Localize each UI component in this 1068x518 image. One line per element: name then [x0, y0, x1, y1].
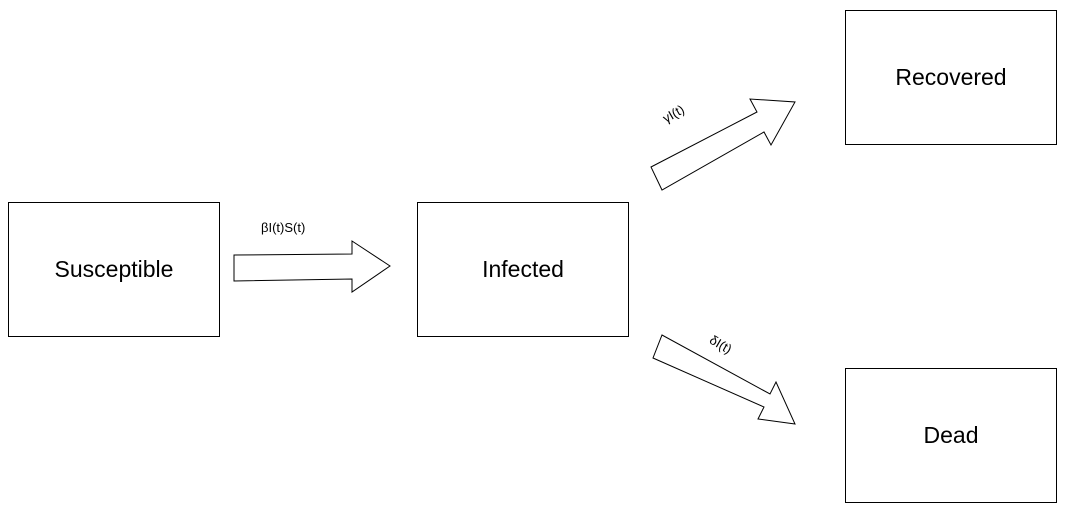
node-dead-label: Dead [923, 422, 979, 448]
node-infected-label: Infected [482, 256, 564, 282]
node-infected: Infected [417, 202, 629, 337]
label-infection-rate: βI(t)S(t) [261, 220, 306, 235]
arrow-death [652, 334, 796, 425]
arrow-infection [233, 240, 391, 293]
node-recovered-label: Recovered [895, 64, 1007, 90]
node-recovered: Recovered [845, 10, 1057, 145]
node-susceptible: Susceptible [8, 202, 220, 337]
node-susceptible-label: Susceptible [54, 256, 174, 282]
arrow-recovery [650, 98, 796, 191]
node-dead: Dead [845, 368, 1057, 503]
